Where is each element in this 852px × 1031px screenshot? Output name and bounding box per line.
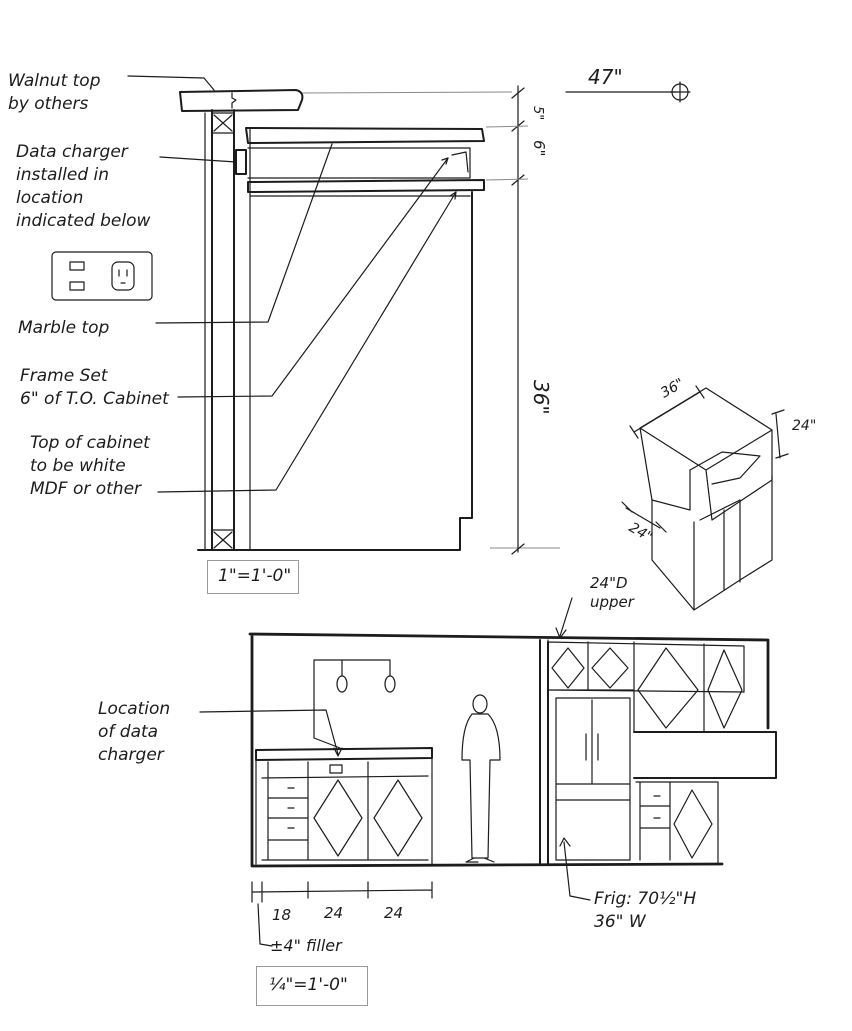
leader-arrowheads [441, 157, 457, 200]
iso-dim-ticks [621, 385, 789, 533]
base-dim-24a: 24 [324, 904, 343, 922]
leader-frame [177, 157, 449, 398]
dim-overall-height: 47" [588, 65, 623, 89]
section-marker-icon [669, 81, 691, 103]
callout-walnut-top: Walnut top by others [8, 71, 101, 114]
frame-post-left [211, 109, 235, 551]
callout-filler: ±4" filler [270, 936, 342, 955]
pendant-light-icon [384, 675, 396, 693]
frame-bracket [451, 151, 469, 173]
marble-top-slab [245, 127, 485, 144]
leader-cabinet-top [157, 191, 457, 493]
upper-leader [555, 597, 573, 639]
walnut-top-joint [231, 92, 237, 109]
pendant-cords [313, 659, 391, 749]
base-dim-24b: 24 [384, 904, 403, 922]
callout-data-charger: Data charger installed in location indic… [16, 142, 151, 231]
leader-charger [159, 156, 237, 163]
data-charger-section [235, 149, 247, 175]
outlet-plate-icon [51, 251, 153, 301]
upper-door-diamonds [551, 647, 743, 729]
frame-channel [247, 147, 471, 179]
soffit-line [539, 639, 549, 865]
iso-dim-width: 36" [658, 375, 687, 401]
iso-inner-shelf [689, 451, 761, 485]
scale-box-section: 1"=1'-0" [207, 560, 299, 594]
iso-dim-height: 24" [792, 418, 816, 434]
cabinet-body [197, 191, 473, 551]
base-cabinets-right [635, 781, 719, 865]
frame-post-inner [204, 112, 251, 551]
iso-dim-depth: 24" [626, 520, 655, 546]
isometric-sketch: 36" 24" 24" [621, 375, 816, 611]
frame-rail [247, 179, 485, 193]
iso-upper-box [639, 387, 773, 521]
elevation-drawing: 18 24 24 [199, 597, 777, 947]
scale-figure-icon [461, 694, 501, 863]
filler-leader [257, 903, 273, 947]
pendant-light-icon [336, 675, 348, 693]
callout-data-charger-location: Location of data charger [98, 699, 171, 765]
scale-label-section: 1"=1'-0" [218, 566, 292, 586]
leader-marble [155, 143, 333, 324]
base-cabinets-left [255, 757, 433, 865]
fridge-leader [559, 837, 591, 901]
callout-upper-depth: 24"D upper [590, 574, 634, 611]
blocking-bottom [211, 529, 235, 551]
walnut-top-slab [179, 89, 304, 112]
upper-extension [633, 731, 777, 779]
refrigerator [555, 697, 631, 861]
scale-box-elevation: ¼"=1'-0" [256, 966, 368, 1006]
base-drawer-lines [267, 787, 309, 841]
callout-fridge: Frig: 70½"H 36" W [594, 889, 697, 932]
base-dim-18: 18 [272, 906, 291, 924]
section-drawing: 47" 5" 6" 36" [51, 65, 691, 555]
callout-frame-set: Frame Set 6" of T.O. Cabinet [20, 366, 169, 409]
base-dim-line [251, 881, 433, 903]
dim-frame-gap: 6" [530, 140, 548, 156]
dim-ext-lines [485, 125, 529, 181]
scale-label-elevation: ¼"=1'-0" [269, 975, 348, 995]
iso-lower-box [651, 475, 773, 611]
charger-leader [199, 709, 343, 757]
countertop-left [255, 747, 433, 761]
base-door-diamonds [313, 779, 423, 857]
base-right-diamond [673, 789, 713, 859]
callout-cabinet-top: Top of cabinet to be white MDF or other [30, 433, 150, 499]
dim-cabinet-height: 36" [529, 380, 553, 415]
top-reference-line [301, 91, 513, 94]
upper-cabinets [547, 639, 745, 733]
leader-walnut [127, 75, 215, 91]
callout-marble-top: Marble top [18, 318, 110, 338]
data-charger-elevation [329, 764, 343, 774]
blocking-top [211, 112, 235, 134]
dim-top-gap: 5" [530, 106, 545, 120]
